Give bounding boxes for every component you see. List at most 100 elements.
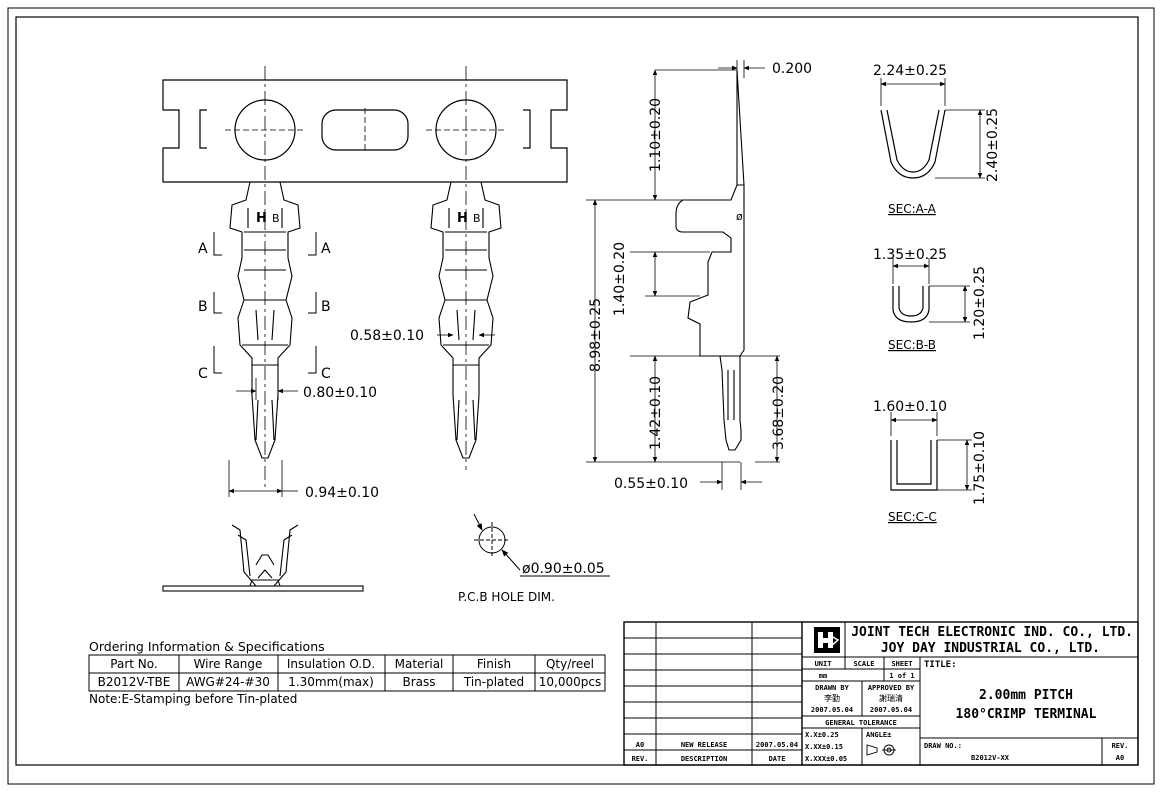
sec-b-height: 1.20±0.25: [972, 266, 988, 340]
section-c-c-dims: [890, 412, 972, 491]
title-line-2: 180°CRIMP TERMINAL: [956, 707, 1097, 722]
approved-date: 2007.05.04: [870, 706, 912, 714]
title-line-1: 2.00mm PITCH: [979, 688, 1073, 703]
section-mark-c-left: C: [198, 366, 208, 382]
tolerance-2: X.XX±0.15: [805, 743, 843, 751]
hdr-wire-range: Wire Range: [194, 657, 263, 671]
dim-055: 0.55±0.10: [614, 476, 688, 492]
dim-368: 3.68±0.20: [771, 376, 787, 450]
ordering-title: Ordering Information & Specifications: [89, 639, 325, 654]
front-view: [162, 66, 568, 490]
cell-finish: Tin-plated: [463, 675, 524, 689]
section-a-a: [880, 109, 946, 179]
dim-080: 0.80±0.10: [303, 385, 377, 401]
ordering-table: [88, 654, 606, 692]
title-label: TITLE:: [924, 660, 957, 670]
approved-by-label: APPROVED BY: [868, 684, 915, 692]
tolerance-1: X.X±0.25: [805, 731, 839, 739]
draw-no-value: B2012V-XX: [971, 754, 1010, 762]
section-mark-a-right: A: [321, 241, 331, 257]
general-tolerance-label: GENERAL TOLERANCE: [825, 719, 897, 727]
approved-by-name: 謝瑞清: [879, 693, 903, 703]
section-markers: [213, 232, 317, 374]
rev-header-rev: REV.: [632, 755, 649, 763]
unit-label: UNIT: [815, 660, 832, 668]
sec-c-width: 1.60±0.10: [873, 399, 947, 415]
rev-header-date: DATE: [769, 755, 786, 763]
dim-094: 0.94±0.10: [305, 485, 379, 501]
cell-wire-range: AWG#24-#30: [186, 675, 270, 689]
dim-142: 1.42±0.10: [648, 376, 664, 450]
cell-qty: 10,000pcs: [539, 675, 601, 689]
sec-a-width: 2.24±0.25: [873, 63, 947, 79]
dim-058: 0.58±0.10: [350, 328, 424, 344]
svg-text:B: B: [272, 212, 280, 225]
section-mark-c-right: C: [321, 366, 331, 382]
angle-label: ANGLE±: [866, 731, 891, 739]
projection-symbol-icon: [866, 744, 896, 756]
inner-border: [15, 16, 1139, 766]
section-b-b: [892, 286, 930, 323]
section-mark-b-right: B: [321, 299, 331, 315]
sec-a-height: 2.40±0.25: [985, 108, 1001, 182]
carrier-strip: [162, 79, 568, 183]
sec-b-label: SEC:B-B: [888, 338, 936, 352]
front-dimensions: [228, 332, 495, 497]
cell-part-no: B2012V-TBE: [98, 675, 171, 689]
sheet-value: 1 of 1: [889, 672, 914, 680]
dim-140: 1.40±0.20: [612, 242, 628, 316]
side-view: ø: [675, 69, 745, 451]
drawn-by-label: DRAWN BY: [815, 684, 850, 692]
outer-border: [7, 7, 1155, 785]
hdr-qty: Qty/reel: [546, 657, 594, 671]
hdr-finish: Finish: [477, 657, 511, 671]
pcb-hole: [473, 513, 610, 577]
revision-date: 2007.05.04: [756, 741, 798, 749]
title-block: [623, 621, 1139, 766]
cell-material: Brass: [402, 675, 435, 689]
svg-text:H: H: [457, 211, 468, 226]
side-dimensions: [586, 60, 780, 490]
section-a-a-dims: [880, 78, 985, 179]
sec-a-label: SEC:A-A: [888, 202, 937, 216]
dim-110: 1.10±0.20: [648, 98, 664, 172]
pcb-hole-dim: ø0.90±0.05: [522, 561, 605, 577]
terminal-front-left: H B: [229, 181, 301, 459]
company-name-2: JOY DAY INDUSTRIAL CO., LTD.: [881, 641, 1100, 656]
svg-text:H: H: [256, 211, 267, 226]
sheet-label: SHEET: [891, 660, 912, 668]
ordering-row: B2012V-TBE AWG#24-#30 1.30mm(max) Brass …: [98, 675, 602, 689]
rev-value: A0: [1116, 754, 1124, 762]
ordering-note: Note:E-Stamping before Tin-plated: [89, 692, 297, 706]
svg-text:B: B: [473, 212, 481, 225]
section-marker-labels: A A B B C C: [198, 241, 331, 382]
pcb-caption: P.C.B HOLE DIM.: [458, 590, 555, 604]
scale-label: SCALE: [853, 660, 874, 668]
rev-label: REV.: [1112, 742, 1129, 750]
unit-value: mm: [819, 672, 827, 680]
bottom-view: [162, 524, 364, 592]
section-c-c: [890, 440, 938, 491]
hdr-insulation: Insulation O.D.: [287, 657, 375, 671]
drawn-by-name: 李勤: [824, 693, 840, 703]
section-b-b-dims: [892, 258, 970, 323]
revision-description: NEW RELEASE: [681, 741, 727, 749]
ordering-headers: Part No. Wire Range Insulation O.D. Mate…: [110, 657, 594, 671]
sec-b-width: 1.35±0.25: [873, 247, 947, 263]
terminal-front-right: H B: [430, 181, 502, 459]
dim-0200: 0.200: [772, 61, 812, 77]
revision-rev: A0: [636, 741, 644, 749]
sec-c-label: SEC:C-C: [888, 510, 937, 524]
drawn-date: 2007.05.04: [811, 706, 853, 714]
section-mark-a-left: A: [198, 241, 208, 257]
hdr-material: Material: [395, 657, 444, 671]
draw-no-label: DRAW NO.:: [924, 742, 962, 750]
dim-898: 8.98±0.25: [588, 298, 604, 372]
sec-c-height: 1.75±0.10: [972, 431, 988, 505]
cell-insulation: 1.30mm(max): [288, 675, 374, 689]
tolerance-3: X.XXX±0.05: [805, 755, 847, 763]
rev-header-description: DESCRIPTION: [681, 755, 727, 763]
svg-text:ø: ø: [736, 210, 743, 223]
company-name-1: JOINT TECH ELECTRONIC IND. CO., LTD.: [851, 625, 1133, 640]
